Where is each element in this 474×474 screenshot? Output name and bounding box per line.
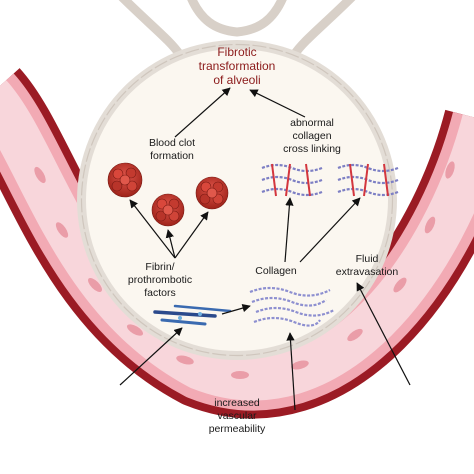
svg-text:abnormal: abnormal (290, 117, 334, 129)
arrows (119, 87, 411, 411)
title-line-3: of alveoli (213, 73, 260, 87)
label-fibrin: Fibrin/ prothrombotic factors (128, 261, 192, 299)
svg-text:formation: formation (150, 150, 194, 162)
fibrin-strand-icon (153, 304, 232, 326)
label-blood-clot: Blood clot formation (149, 137, 195, 162)
svg-text:Fluid: Fluid (356, 253, 379, 265)
label-collagen: Collagen (255, 265, 297, 277)
diagram-title: Fibrotic transformation of alveoli (199, 45, 276, 87)
svg-text:permeability: permeability (209, 423, 266, 435)
title-line-1: Fibrotic (217, 45, 256, 59)
label-fluid: Fluid extravasation (336, 253, 399, 278)
blood-clot-icon (107, 162, 229, 227)
svg-text:cross linking: cross linking (283, 143, 341, 155)
alveolus (77, 40, 397, 360)
label-permeability: increased vascular permeability (209, 397, 266, 435)
svg-text:prothrombotic: prothrombotic (128, 274, 192, 286)
neighbouring-alveoli (118, 0, 356, 58)
blood-vessel (0, 68, 474, 419)
svg-text:factors: factors (144, 287, 176, 299)
title-line-2: transformation (199, 59, 276, 73)
svg-text:Blood clot: Blood clot (149, 137, 195, 149)
endothelial-cells (34, 161, 455, 379)
svg-text:extravasation: extravasation (336, 266, 399, 278)
collagen-crosslink-icon (261, 163, 399, 197)
svg-text:collagen: collagen (292, 130, 331, 142)
svg-text:vascular: vascular (217, 410, 257, 422)
collagen-fiber-icon (249, 286, 335, 327)
label-abnormal-collagen: abnormal collagen cross linking (283, 117, 341, 155)
svg-text:increased: increased (214, 397, 260, 409)
svg-text:Fibrin/: Fibrin/ (145, 261, 174, 273)
svg-text:Collagen: Collagen (255, 265, 297, 277)
